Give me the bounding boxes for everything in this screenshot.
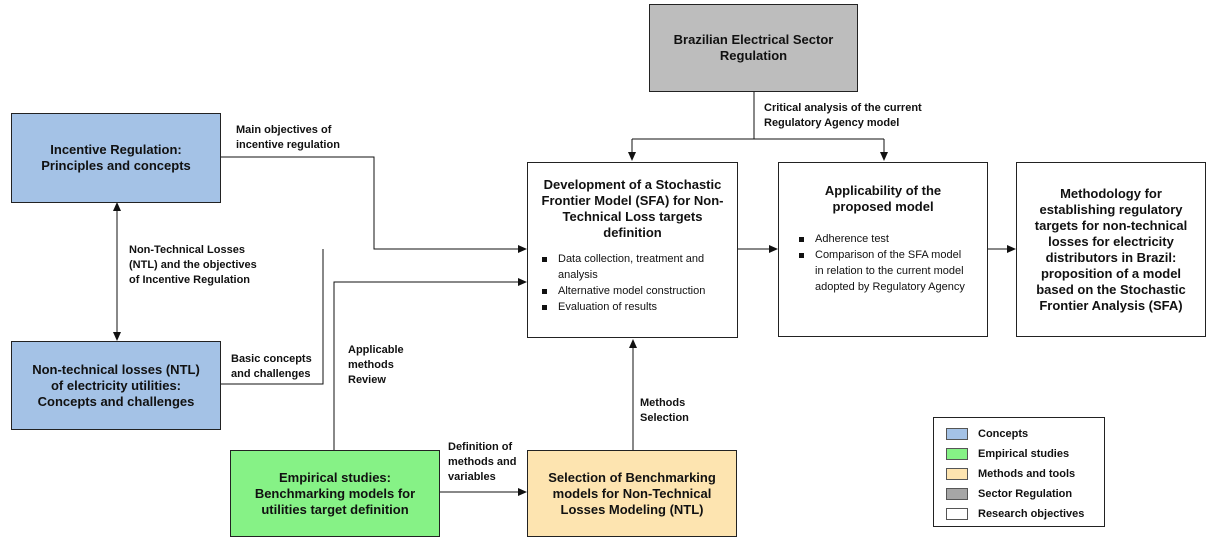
legend-item-sector-regulation: Sector Regulation <box>946 484 1104 504</box>
box-brazilian-regulation: Brazilian Electrical Sector Regulation <box>649 4 858 92</box>
box-sfa-development: Development of a Stochastic Frontier Mod… <box>527 162 738 338</box>
box-empirical-studies: Empirical studies: Benchmarking models f… <box>230 450 440 537</box>
sfa-bullet-item: Alternative model construction <box>538 283 727 299</box>
box-incentive-regulation-text: Incentive Regulation: Principles and con… <box>41 142 191 173</box>
legend: Concepts Empirical studies Methods and t… <box>933 417 1105 527</box>
box-applicability: Applicability of the proposed model Adhe… <box>778 162 988 337</box>
box-ntl-utilities-text: Non-technical losses (NTL) of electricit… <box>32 361 200 409</box>
box-benchmarking-selection-text: Selection of Benchmarking models for Non… <box>548 469 716 517</box>
label-main-objectives: Main objectives of incentive regulation <box>236 124 340 151</box>
legend-label: Concepts <box>978 428 1029 440</box>
legend-swatch <box>946 448 968 460</box>
arrow-ntl-to-sfa <box>221 249 324 385</box>
box-sfa-development-title: Development of a Stochastic Frontier Mod… <box>541 177 724 240</box>
box-brazilian-regulation-text: Brazilian Electrical Sector Regulation <box>673 32 834 63</box>
legend-item-methods: Methods and tools <box>946 464 1104 484</box>
legend-swatch <box>946 468 968 480</box>
legend-label: Sector Regulation <box>978 488 1073 500</box>
legend-item-empirical: Empirical studies <box>946 444 1104 464</box>
legend-label: Research objectives <box>978 508 1085 520</box>
box-methodology: Methodology for establishing regulatory … <box>1016 162 1206 337</box>
label-critical-analysis: Critical analysis of the current Regulat… <box>764 102 922 129</box>
box-methodology-text: Methodology for establishing regulatory … <box>1034 185 1188 313</box>
legend-swatch <box>946 428 968 440</box>
legend-swatch <box>946 508 968 520</box>
box-empirical-studies-text: Empirical studies: Benchmarking models f… <box>254 469 416 517</box>
applicability-bullet-item: Adherence test <box>795 231 971 247</box>
box-benchmarking-selection: Selection of Benchmarking models for Non… <box>527 450 737 537</box>
sfa-bullet-item: Data collection, treatment and analysis <box>538 251 727 283</box>
box-applicability-title: Applicability of the proposed model <box>824 183 942 214</box>
arrow-incentive-to-sfa <box>220 156 527 253</box>
label-basic-concepts: Basic concepts and challenges <box>231 353 312 380</box>
applicability-bullet-item: Comparison of the SFA model in relation … <box>795 247 971 295</box>
sfa-bullet-item: Evaluation of results <box>538 299 727 315</box>
legend-label: Empirical studies <box>978 448 1070 460</box>
label-applicable-methods: Applicable methods Review <box>348 344 404 386</box>
box-incentive-regulation: Incentive Regulation: Principles and con… <box>11 113 221 203</box>
box-ntl-utilities: Non-technical losses (NTL) of electricit… <box>11 341 221 430</box>
legend-item-concepts: Concepts <box>946 424 1104 444</box>
label-ntl-objectives: Non-Technical Losses (NTL) and the objec… <box>129 244 257 286</box>
sfa-bullet-list: Data collection, treatment and analysis … <box>538 251 727 315</box>
applicability-bullet-list: Adherence test Comparison of the SFA mod… <box>795 231 971 295</box>
arrow-empirical-to-sfa <box>333 278 527 450</box>
label-methods-selection: Methods Selection <box>640 397 689 424</box>
legend-label: Methods and tools <box>978 468 1076 480</box>
legend-swatch <box>946 488 968 500</box>
legend-item-research-objectives: Research objectives <box>946 504 1104 524</box>
label-definition-methods: Definition of methods and variables <box>448 441 517 483</box>
